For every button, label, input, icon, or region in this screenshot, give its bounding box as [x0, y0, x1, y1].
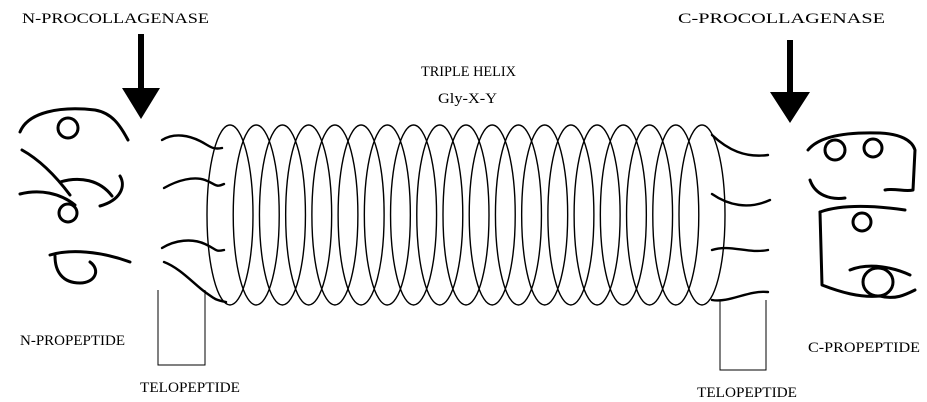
c-propeptide-fold — [818, 210, 917, 299]
n-propeptide-label: N-PROPEPTIDE — [20, 333, 125, 349]
helix-loop — [599, 124, 648, 306]
c-procollagenase-arrow — [770, 40, 810, 123]
helix-loop — [625, 124, 674, 306]
n-telopeptide-strands — [160, 134, 228, 304]
helix-loop — [363, 124, 412, 306]
helix-loop — [284, 124, 333, 306]
c-strand — [710, 290, 770, 302]
n-strand — [160, 239, 226, 252]
helix-loop — [652, 124, 700, 306]
c-arrow-shaft — [787, 40, 793, 94]
n-propeptide-domain — [18, 107, 132, 285]
c-propeptide-domain — [806, 131, 917, 299]
helix-loop — [258, 124, 307, 306]
helix-loop — [678, 124, 726, 306]
helix-loop — [442, 124, 490, 306]
helix-loop — [520, 124, 569, 306]
c-propeptide-loop — [823, 138, 847, 162]
helix-loop — [232, 124, 280, 306]
c-propeptide-loop — [862, 137, 884, 159]
triple-helix-coil — [206, 124, 726, 306]
n-propeptide-fold — [53, 254, 98, 285]
c-propeptide-loop — [861, 266, 895, 298]
helix-loop — [573, 124, 621, 306]
helix-loop — [468, 124, 516, 306]
c-strand — [710, 246, 770, 253]
helix-sequence-label: Gly-X-Y — [438, 91, 497, 107]
n-arrow-head — [122, 88, 160, 119]
telopeptide-label-right: TELOPEPTIDE — [697, 385, 797, 401]
c-arrow-head — [770, 92, 810, 123]
c-telopeptide-strands — [710, 133, 772, 302]
helix-loop — [337, 124, 385, 306]
c-propeptide-fold — [806, 131, 917, 193]
n-arrow-shaft — [138, 34, 144, 90]
c-propeptide-fold — [808, 178, 847, 200]
n-propeptide-fold — [18, 190, 77, 207]
n-strand — [162, 177, 226, 190]
c-propeptide-loop — [851, 211, 873, 233]
n-propeptide-loop — [56, 116, 80, 140]
helix-loop — [311, 124, 359, 306]
helix-loop — [494, 124, 543, 306]
n-propeptide-fold — [58, 177, 114, 198]
n-procollagenase-label: N-PROCOLLAGENASE — [22, 11, 209, 27]
c-procollagenase-label: C-PROCOLLAGENASE — [678, 11, 885, 27]
n-propeptide-fold — [48, 250, 132, 264]
c-propeptide-label: C-PROPEPTIDE — [808, 340, 920, 356]
n-propeptide-fold — [18, 107, 130, 142]
c-propeptide-fold — [848, 264, 912, 277]
n-propeptide-fold — [98, 174, 124, 208]
n-propeptide-loop — [57, 202, 79, 224]
n-strand — [162, 260, 228, 304]
c-strand — [710, 192, 772, 207]
telopeptide-bracket-right — [719, 300, 767, 371]
telopeptide-bracket-left — [157, 290, 206, 366]
c-propeptide-fold — [818, 205, 907, 214]
triple-helix-label: TRIPLE HELIX — [421, 64, 516, 80]
helix-loop — [206, 124, 254, 306]
helix-loop — [389, 124, 438, 306]
n-strand — [160, 134, 224, 150]
n-propeptide-fold — [20, 148, 72, 197]
c-strand — [710, 133, 770, 157]
helix-loop — [416, 124, 464, 306]
helix-loop — [547, 124, 595, 306]
telopeptide-label-left: TELOPEPTIDE — [140, 380, 240, 396]
n-procollagenase-arrow — [122, 34, 160, 119]
